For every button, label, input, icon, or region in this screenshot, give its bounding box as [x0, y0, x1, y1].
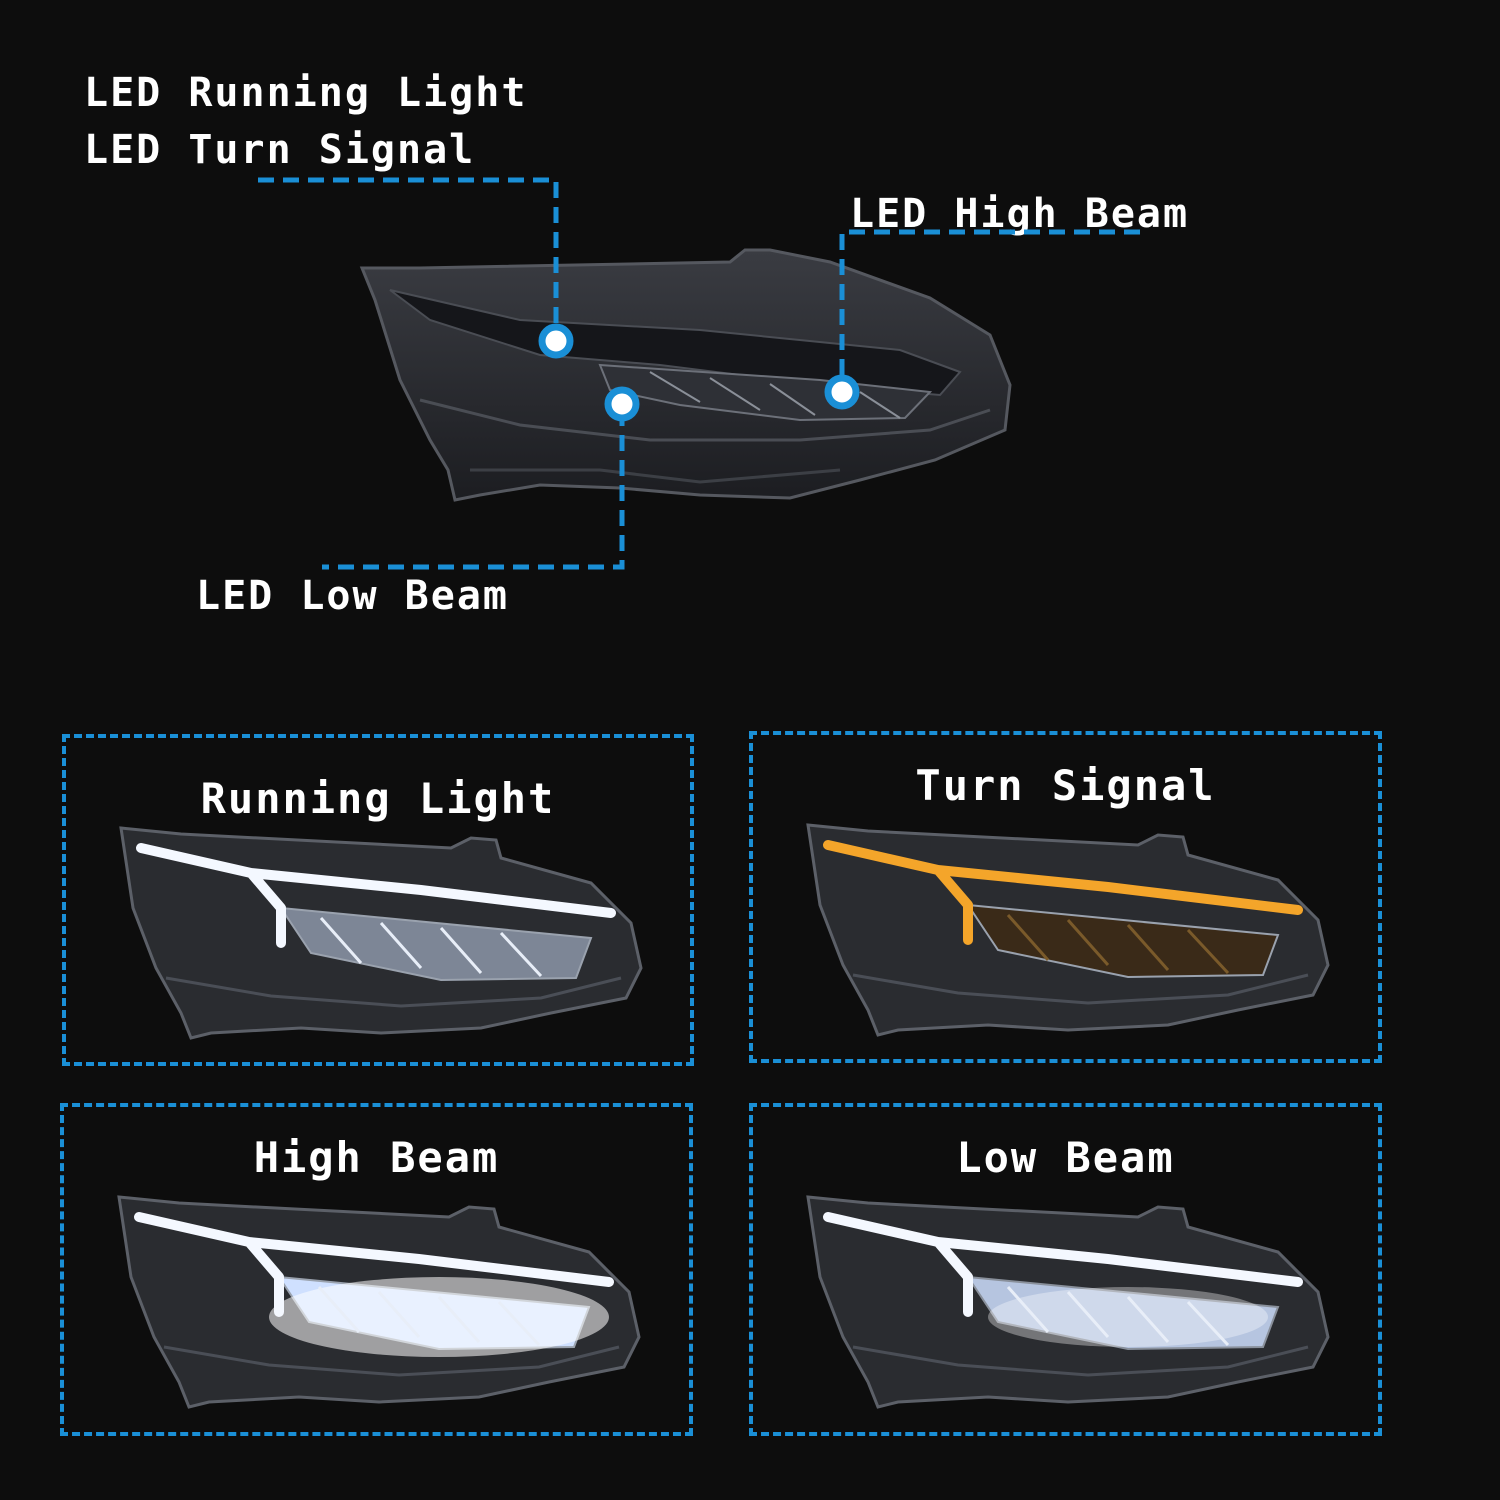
headlight-body: [806, 1195, 1330, 1409]
panel-high-beam: High Beam: [60, 1103, 693, 1436]
panel-title-turn-signal: Turn Signal: [915, 761, 1216, 810]
beam-glow: [269, 1277, 609, 1357]
headlight-body: [806, 823, 1330, 1037]
label-led-high-beam: LED High Beam: [850, 191, 1190, 237]
turn-signal-strip: [823, 840, 1303, 945]
panel-title-low-beam: Low Beam: [956, 1133, 1175, 1182]
drl-strip: [136, 843, 616, 948]
panel-turn-signal: Turn Signal: [749, 731, 1382, 1063]
lens-fins: [1006, 1286, 1230, 1347]
headlight-turn-signal: [806, 823, 1330, 1037]
headlight-body: [119, 826, 643, 1040]
leader-high-beam: [839, 229, 1140, 386]
label-led-running-light: LED Running Light: [84, 70, 528, 116]
label-led-low-beam: LED Low Beam: [196, 573, 509, 619]
drl-strip: [134, 1212, 614, 1317]
lens-fins: [319, 917, 543, 978]
marker-low-beam: [604, 386, 640, 422]
headlight-body: [117, 1195, 641, 1409]
leader-running-turn: [258, 177, 559, 335]
lower-trim: [852, 1345, 1309, 1377]
drl-strip: [823, 1212, 1303, 1317]
label-led-turn-signal: LED Turn Signal: [84, 127, 476, 173]
headlight-running-light: [119, 826, 643, 1040]
panel-running-light: Running Light: [62, 734, 694, 1066]
main-headlight: [359, 248, 1012, 502]
lower-trim: [163, 1345, 620, 1377]
marker-running-turn: [538, 323, 574, 359]
panel-low-beam: Low Beam: [749, 1103, 1382, 1436]
marker-high-beam: [824, 374, 860, 410]
panel-title-high-beam: High Beam: [253, 1133, 500, 1182]
panel-title-running-light: Running Light: [200, 774, 556, 823]
lower-trim: [852, 973, 1309, 1005]
lens-fins: [317, 1286, 541, 1347]
lower-trim: [165, 976, 622, 1008]
headlight-diagram: [258, 177, 1140, 570]
headlight-high-beam: [117, 1195, 641, 1409]
lens-fins: [1006, 914, 1230, 975]
headlight-low-beam: [806, 1195, 1330, 1409]
leader-low-beam: [322, 410, 625, 570]
beam-glow: [988, 1287, 1268, 1347]
